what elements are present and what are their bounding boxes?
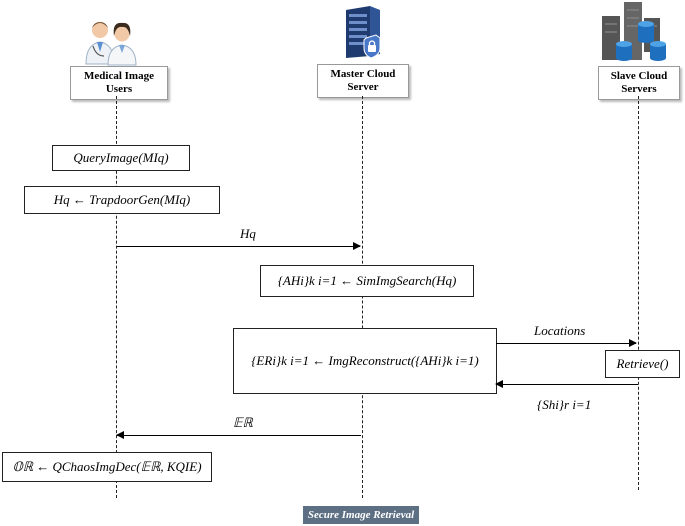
trapdoor-box: Hq ← TrapdoorGen(MIq) [24,186,220,214]
master-label-line1: Master Cloud [330,68,396,80]
users-label: Medical Image Users [70,66,168,100]
secure-server-icon [346,6,381,59]
master-lifeline [362,96,363,498]
users-label-line1: Medical Image [84,70,154,82]
slave-label-line2: Servers [621,83,657,95]
figure-caption: Secure Image Retrieval [303,506,419,524]
users-label-line2: Users [105,83,133,95]
users-lifeline [116,96,117,498]
slave-lifeline [638,96,639,490]
master-label: Master Cloud Server [317,64,409,98]
search-box: {AHi}k i=1 ← SimImgSearch(Hq) [260,265,474,297]
master-label-line2: Server [347,81,379,93]
hq-message-text: Hq [240,226,256,241]
doctors-icon [85,22,137,66]
reconstruct-text: {ERi}k i=1 ← ImgReconstruct({AHi}k i=1) [251,353,479,368]
retrieve-box: Retrieve() [605,350,680,378]
shares-arrow [495,380,638,388]
decrypt-box: 𝕆ℝ ← QChaosImgDec(𝔼ℝ, KQIE) [2,452,212,482]
er-message-text: 𝔼ℝ [233,415,253,430]
database-servers-icon [602,2,666,61]
locations-arrow [496,339,637,347]
shares-message-label: {Shi}r i=1 [537,397,591,413]
locations-message-text: Locations [534,323,586,338]
hq-arrow [117,242,361,250]
reconstruct-box: {ERi}k i=1 ← ImgReconstruct({AHi}k i=1) [233,328,497,394]
shares-message-text: {Shi}r i=1 [537,397,592,412]
decrypt-text: 𝕆ℝ ← QChaosImgDec(𝔼ℝ, KQIE) [12,459,202,474]
locations-message-label: Locations [534,323,585,339]
slave-label: Slave Cloud Servers [598,66,680,100]
slave-label-line1: Slave Cloud [610,70,668,82]
query-image-text: QueryImage(MIq) [73,150,169,165]
trapdoor-text: Hq ← TrapdoorGen(MIq) [53,192,191,207]
er-arrow [116,431,361,439]
retrieve-text: Retrieve() [616,356,669,371]
query-image-box: QueryImage(MIq) [52,145,190,171]
search-text: {AHi}k i=1 ← SimImgSearch(Hq) [277,273,457,288]
er-message-label: 𝔼ℝ [233,415,253,431]
hq-message-label: Hq [240,226,256,242]
